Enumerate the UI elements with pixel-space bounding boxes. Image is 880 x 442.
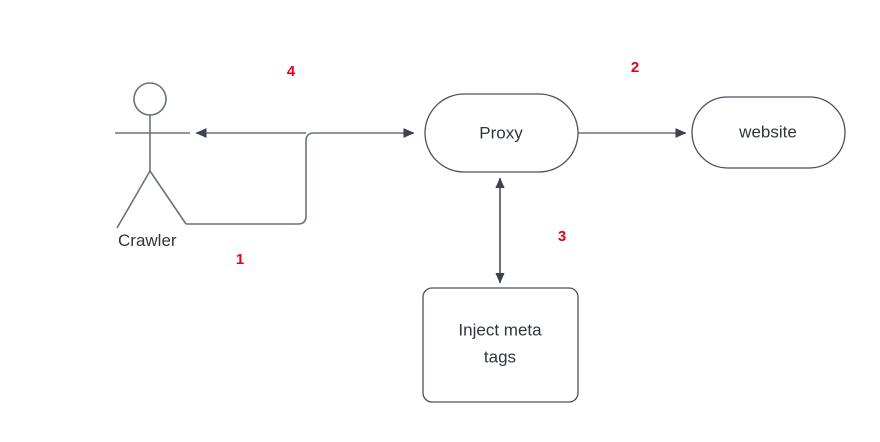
node-proxy[interactable]: Proxy bbox=[424, 93, 579, 173]
edge-step-1: 1 bbox=[186, 128, 415, 268]
crawler-actor: Crawler bbox=[115, 82, 190, 250]
step-number-2: 2 bbox=[631, 59, 639, 76]
node-website[interactable]: website bbox=[691, 96, 846, 169]
crawler-head-icon bbox=[133, 82, 167, 116]
edge-step-3: 3 bbox=[495, 177, 566, 284]
crawler-left-leg-line bbox=[116, 170, 151, 229]
edge-step-2: 2 bbox=[578, 59, 687, 138]
step-number-1: 1 bbox=[236, 251, 244, 268]
website-label: website bbox=[738, 122, 797, 141]
inject-meta-tags-label-line2: tags bbox=[484, 347, 516, 366]
crawler-right-leg-line bbox=[149, 170, 187, 225]
proxy-label: Proxy bbox=[479, 123, 523, 142]
edge-step-4: 4 bbox=[195, 63, 306, 138]
step-number-4: 4 bbox=[287, 63, 296, 80]
step-number-3: 3 bbox=[558, 228, 566, 245]
website-shape bbox=[691, 96, 846, 169]
node-inject-meta-tags[interactable]: Inject meta tags bbox=[422, 287, 579, 403]
inject-meta-tags-label-line1: Inject meta bbox=[458, 320, 542, 339]
inject-meta-tags-shape bbox=[422, 287, 579, 403]
crawler-label: Crawler bbox=[118, 231, 177, 250]
arrow-crawler-to-proxy bbox=[186, 128, 415, 225]
